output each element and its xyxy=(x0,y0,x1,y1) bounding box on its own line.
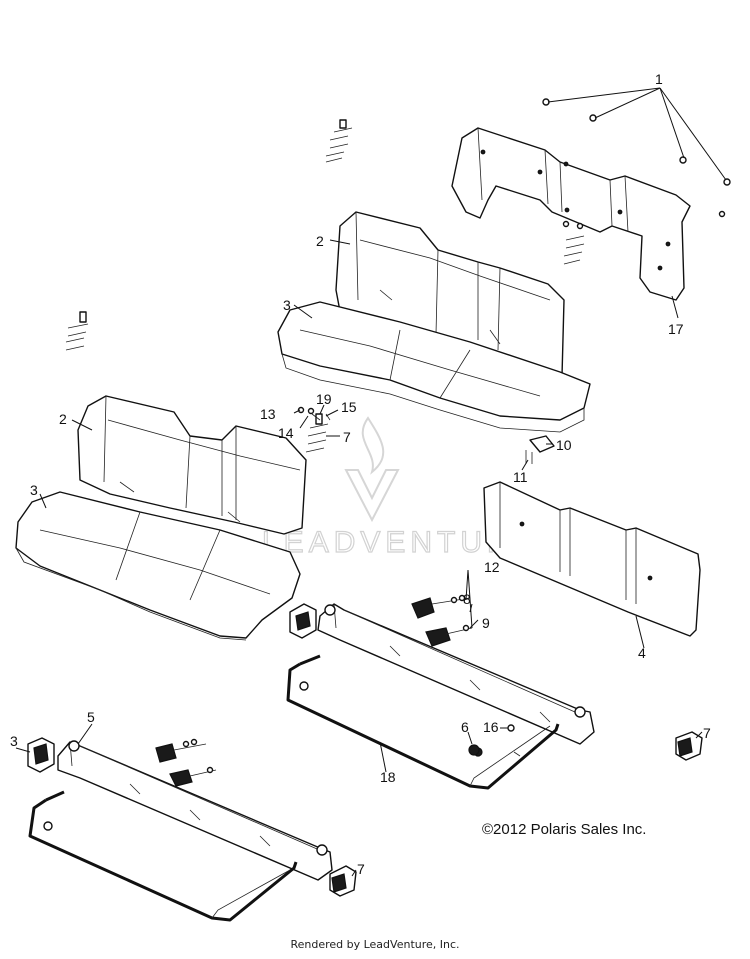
lower-seat-back xyxy=(77,395,307,535)
rear-panel xyxy=(451,127,691,301)
callout-16: 16 xyxy=(483,719,499,735)
callout-17: 17 xyxy=(668,321,684,337)
bracket-lower-left xyxy=(27,737,55,773)
bracket-upper-left xyxy=(289,603,317,639)
callout-3-lower: 3 xyxy=(30,482,38,498)
seat-belt-buckle-upper xyxy=(411,594,471,619)
pin-part xyxy=(525,450,533,464)
bracket-lower-right xyxy=(329,865,357,897)
callout-3-front: 3 xyxy=(10,733,18,749)
bracket-upper-right xyxy=(675,731,703,761)
callout-11: 11 xyxy=(513,469,528,485)
callout-7-center: 7 xyxy=(343,429,351,445)
callout-15: 15 xyxy=(341,399,357,415)
lower-seat-base-rail xyxy=(57,740,333,881)
callout-8: 8 xyxy=(463,591,471,607)
bumper-part xyxy=(468,744,480,756)
clip-part xyxy=(529,435,555,453)
seat-belt-buckle-front-lower xyxy=(169,766,217,787)
storage-panel xyxy=(483,481,701,637)
callout-13: 13 xyxy=(260,406,276,422)
nut-part xyxy=(507,724,515,732)
spring-upper xyxy=(325,119,353,163)
lower-seat-bottom xyxy=(15,491,301,641)
callout-14: 14 xyxy=(278,425,294,441)
callout-19: 19 xyxy=(316,391,332,407)
render-credit: Rendered by LeadVenture, Inc. xyxy=(290,938,460,951)
callout-4: 4 xyxy=(638,645,646,661)
upper-seat-base-rail xyxy=(317,603,595,745)
seat-belt-buckle-lower xyxy=(425,624,473,647)
seat-frame-lower xyxy=(28,790,298,922)
callout-6: 6 xyxy=(461,719,469,735)
callout-10: 10 xyxy=(556,437,572,453)
copyright-text: ©2012 Polaris Sales Inc. xyxy=(482,821,646,838)
seat-belt-buckle-front-upper xyxy=(155,738,207,763)
callout-9: 9 xyxy=(482,615,490,631)
upper-seat-bottom xyxy=(277,301,591,433)
callout-1: 1 xyxy=(655,71,663,87)
spring-center xyxy=(305,413,329,453)
callout-7-bottom: 7 xyxy=(357,861,365,877)
callout-7-right: 7 xyxy=(703,725,711,741)
callout-3-upper: 3 xyxy=(283,297,291,313)
callout-2-upper: 2 xyxy=(316,233,324,249)
small-hardware xyxy=(297,406,331,421)
callout-18: 18 xyxy=(380,769,396,785)
callout-labels: 1 2 3 2 3 17 19 15 13 14 7 10 11 12 8 9 … xyxy=(10,71,711,877)
callout-5: 5 xyxy=(87,709,95,725)
spring-rear-panel xyxy=(562,220,585,265)
spring-left xyxy=(65,311,89,351)
callout-12: 12 xyxy=(484,559,500,575)
leader-lines xyxy=(15,87,727,877)
callout-2-lower: 2 xyxy=(59,411,67,427)
